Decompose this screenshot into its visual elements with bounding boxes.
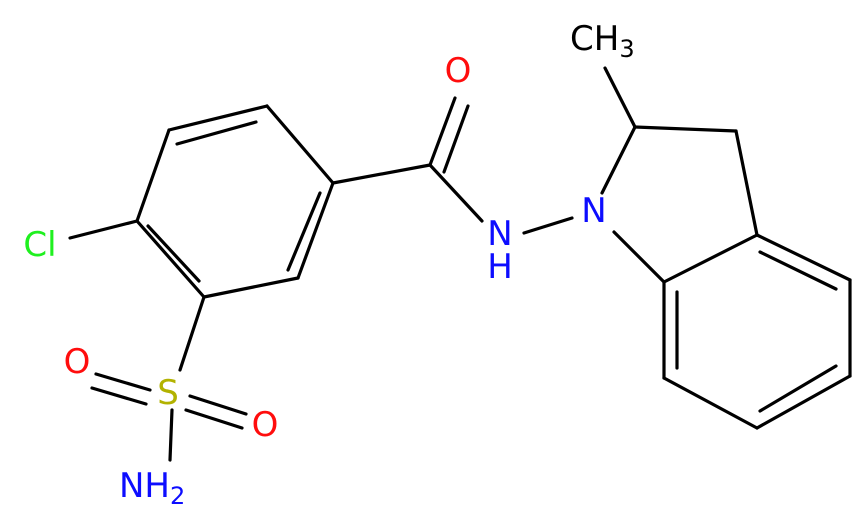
atom-chlorine: Cl — [23, 225, 56, 265]
atom-amino-group: NH2 — [119, 466, 185, 510]
atom-nitrogen-amide: N — [487, 214, 512, 254]
ring-inner-bond — [758, 250, 838, 291]
bonds — [68, 66, 852, 462]
s-o-double-bond — [188, 394, 248, 416]
atom-methyl-subscript: 3 — [619, 35, 634, 63]
ring-bond — [600, 125, 637, 195]
chloro-bond — [68, 219, 139, 240]
ring-bond — [296, 181, 335, 280]
atom-oxygen-sulfonyl: O — [252, 405, 279, 445]
ring-inner-bond — [175, 120, 258, 146]
ring-bond — [755, 233, 852, 282]
atom-hydrogen-amide: H — [487, 247, 513, 287]
carbonyl-link-bond — [331, 163, 432, 185]
atom-oxygen-carbonyl: O — [445, 51, 472, 91]
ring-bond — [734, 129, 759, 237]
carbonyl-double-bond — [442, 104, 470, 174]
ring-bond — [135, 219, 206, 299]
ring-inner-bond — [286, 191, 322, 272]
atom-amino-nh: NH — [119, 466, 170, 506]
methyl-bond — [603, 66, 637, 129]
atom-oxygen-sulfonyl: O — [64, 342, 91, 382]
n-n-bond — [522, 216, 574, 235]
ring-inner-bond — [758, 364, 838, 413]
sulfonamide-bond — [168, 408, 174, 462]
atom-methyl-ch: CH — [570, 19, 619, 59]
s-o-double-bond — [184, 408, 244, 430]
ring-fusion-bond — [662, 233, 759, 284]
ring-bond — [633, 125, 738, 133]
ring-bond — [202, 276, 300, 299]
amide-bond — [428, 163, 484, 223]
s-o-double-bond — [90, 386, 148, 406]
atom-amino-subscript: 2 — [170, 482, 185, 510]
ring-bond — [755, 374, 852, 430]
s-o-double-bond — [94, 372, 152, 392]
carbonyl-double-bond — [428, 96, 457, 167]
ring-bond — [662, 376, 759, 430]
atom-methyl-group: CH3 — [570, 19, 635, 63]
ring-bond — [612, 230, 666, 284]
ring-inner-bond — [146, 224, 201, 283]
sulfonyl-bond — [178, 295, 206, 372]
ring-bond — [135, 128, 171, 223]
atom-nitrogen-indoline: N — [581, 191, 606, 231]
atom-sulfur: S — [157, 373, 179, 413]
ring-bond — [167, 104, 269, 132]
atoms: O N H N CH3 Cl S O O NH2 — [23, 19, 634, 510]
ring-bond — [265, 104, 335, 185]
